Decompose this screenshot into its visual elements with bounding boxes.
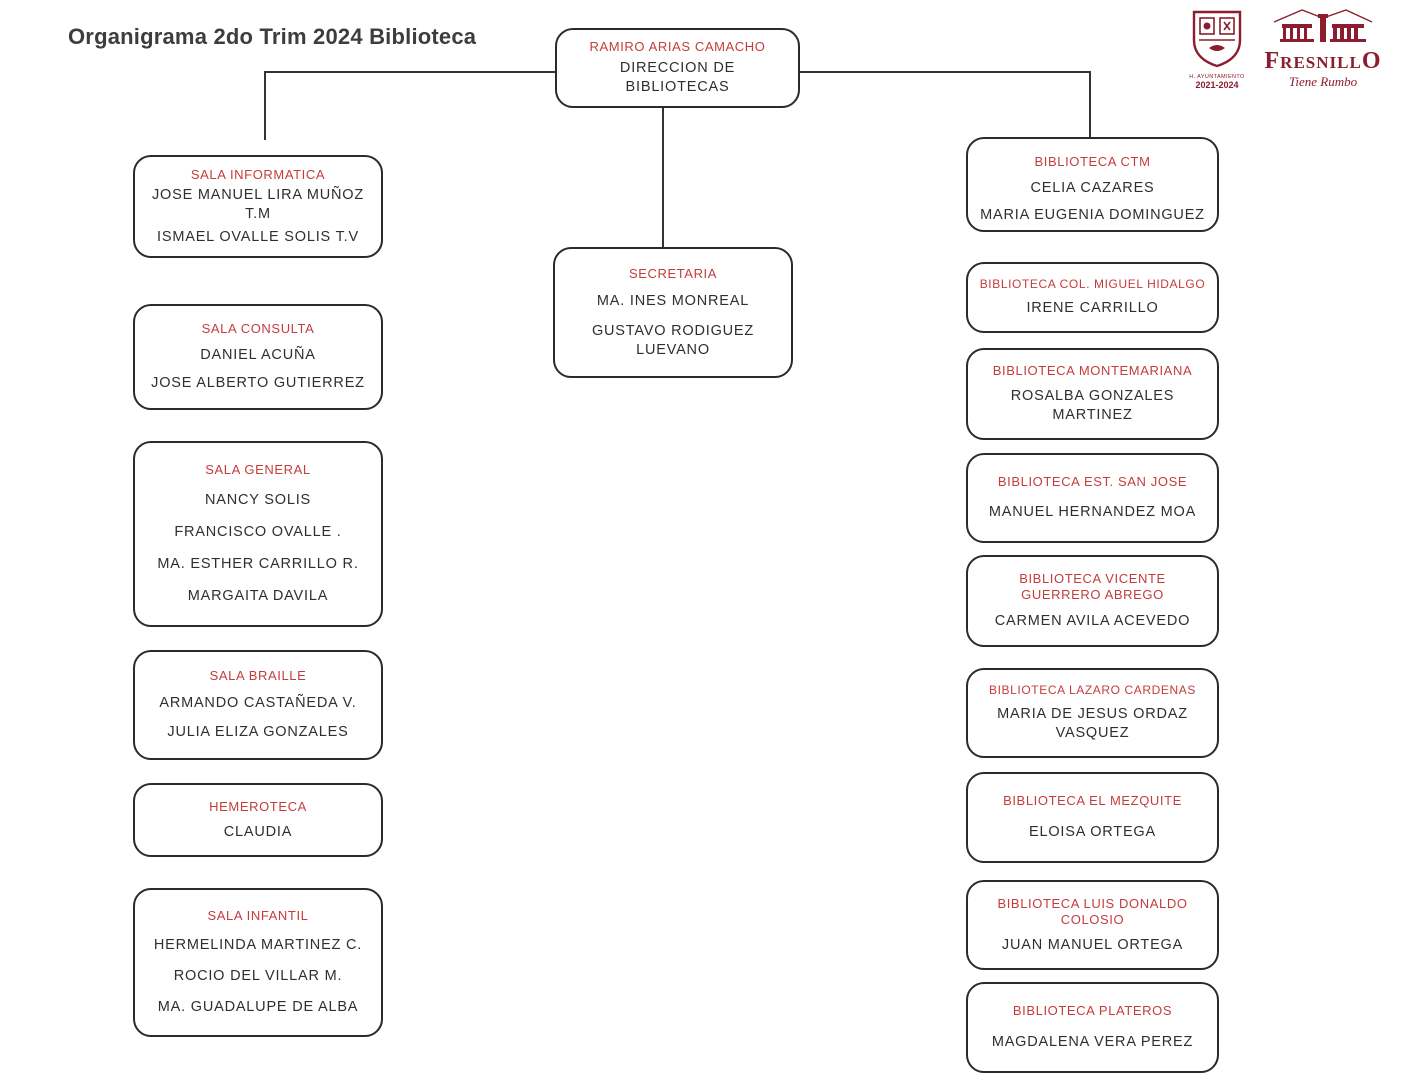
- member-name: JOSE ALBERTO GUTIERREZ: [151, 375, 365, 392]
- node-title: BIBLIOTECA EST. SAN JOSE: [997, 473, 1188, 489]
- crest-shield-icon: [1192, 10, 1242, 68]
- member-name: DANIEL ACUÑA: [200, 347, 316, 364]
- page-title: Organigrama 2do Trim 2024 Biblioteca: [68, 24, 477, 49]
- node-biblioteca-col-miguel-hidalgo: BIBLIOTECA COL. MIGUEL HIDALGO IRENE CAR…: [966, 262, 1219, 333]
- node-title: BIBLIOTECA LAZARO CARDENAS: [989, 683, 1196, 698]
- node-biblioteca-ctm: BIBLIOTECA CTM CELIA CAZARES MARIA EUGEN…: [966, 137, 1219, 232]
- node-biblioteca-lazaro-cardenas: BIBLIOTECA LAZARO CARDENAS MARIA DE JESU…: [966, 668, 1219, 758]
- crest-caption: H. AYUNTAMIENTO: [1189, 74, 1245, 80]
- node-biblioteca-est-san-jose: BIBLIOTECA EST. SAN JOSE MANUEL HERNANDE…: [966, 453, 1219, 543]
- node-title: BIBLIOTECA EL MEZQUITE: [1003, 793, 1182, 809]
- node-hemeroteca: HEMEROTECA CLAUDIA: [133, 783, 383, 857]
- member-name: MA. INES MONREAL: [596, 293, 750, 310]
- node-title: SECRETARIA: [628, 265, 718, 281]
- member-name: JOSE MANUEL LIRA MUÑOZ T.M: [151, 187, 365, 223]
- node-sala-braille: SALA BRAILLE ARMANDO CASTAÑEDA V. JULIA …: [133, 650, 383, 760]
- node-title: BIBLIOTECA VICENTE GUERRERO ABREGO: [1019, 571, 1166, 603]
- fresnillo-o: O: [1361, 48, 1382, 74]
- member-name: ROCIO DEL VILLAR M.: [173, 968, 343, 985]
- node-title: BIBLIOTECA MONTEMARIANA: [992, 363, 1193, 379]
- node-sala-informatica: SALA INFORMATICA JOSE MANUEL LIRA MUÑOZ …: [133, 155, 383, 258]
- node-title: SALA GENERAL: [205, 462, 311, 478]
- fresnillo-logo: FRESNILLO Tiene Rumbo: [1258, 8, 1388, 90]
- fresnillo-mid: RESNILL: [1280, 53, 1362, 72]
- node-title: BIBLIOTECA COL. MIGUEL HIDALGO: [979, 277, 1206, 292]
- fresnillo-wordmark: FRESNILLO: [1258, 49, 1388, 73]
- member-name: MANUEL HERNANDEZ MOA: [988, 504, 1197, 521]
- node-sala-general: SALA GENERAL NANCY SOLIS FRANCISCO OVALL…: [133, 441, 383, 627]
- node-title: HEMEROTECA: [209, 798, 307, 814]
- member-name: MA. GUADALUPE DE ALBA: [157, 999, 359, 1016]
- node-role: DIRECCION DE BIBLIOTECAS: [619, 59, 736, 95]
- node-biblioteca-plateros: BIBLIOTECA PLATEROS MAGDALENA VERA PEREZ: [966, 982, 1219, 1073]
- node-biblioteca-montemariana: BIBLIOTECA MONTEMARIANA ROSALBA GONZALES…: [966, 348, 1219, 440]
- member-name: MARGAITA DAVILA: [187, 588, 329, 605]
- member-name: ELOISA ORTEGA: [1029, 823, 1156, 840]
- member-name: CLAUDIA: [223, 823, 293, 840]
- node-secretaria: SECRETARIA MA. INES MONREAL GUSTAVO RODI…: [553, 247, 793, 378]
- member-name: JULIA ELIZA GONZALES: [167, 724, 349, 741]
- node-sala-consulta: SALA CONSULTA DANIEL ACUÑA JOSE ALBERTO …: [133, 304, 383, 410]
- fresnillo-skyline-icon: [1273, 9, 1373, 42]
- node-title: BIBLIOTECA PLATEROS: [1012, 1003, 1173, 1019]
- node-title: BIBLIOTECA CTM: [1034, 153, 1151, 169]
- member-name: FRANCISCO OVALLE .: [174, 524, 342, 541]
- crest-years: 2021-2024: [1195, 80, 1239, 90]
- node-title: SALA BRAILLE: [209, 668, 307, 684]
- member-name: IRENE CARRILLO: [1026, 300, 1159, 317]
- member-name: ARMANDO CASTAÑEDA V.: [159, 695, 357, 712]
- node-direccion-de-bibliotecas: RAMIRO ARIAS CAMACHO DIRECCION DE BIBLIO…: [555, 28, 800, 108]
- member-name: GUSTAVO RODIGUEZ LUEVANO: [591, 322, 755, 358]
- member-name: MAGDALENA VERA PEREZ: [991, 1033, 1194, 1050]
- node-person: RAMIRO ARIAS CAMACHO: [589, 39, 766, 55]
- member-name: ISMAEL OVALLE SOLIS T.V: [157, 228, 359, 245]
- node-biblioteca-el-mezquite: BIBLIOTECA EL MEZQUITE ELOISA ORTEGA: [966, 772, 1219, 863]
- member-name: MA. ESTHER CARRILLO R.: [157, 556, 359, 573]
- member-name: NANCY SOLIS: [204, 492, 312, 509]
- node-title: BIBLIOTECA LUIS DONALDO COLOSIO: [997, 895, 1188, 927]
- member-name: CELIA CAZARES: [1030, 179, 1155, 196]
- member-name: MARIA EUGENIA DOMINGUEZ: [980, 207, 1205, 224]
- fresnillo-f: F: [1264, 48, 1281, 74]
- node-title: SALA INFANTIL: [207, 908, 309, 924]
- member-name: JUAN MANUEL ORTEGA: [1001, 936, 1184, 953]
- member-name: ROSALBA GONZALES MARTINEZ: [1010, 387, 1175, 423]
- member-name: CARMEN AVILA ACEVEDO: [994, 612, 1191, 629]
- member-name: HERMELINDA MARTINEZ C.: [153, 937, 363, 954]
- fresnillo-tagline: Tiene Rumbo: [1288, 74, 1358, 89]
- node-title: SALA INFORMATICA: [190, 166, 326, 182]
- node-title: SALA CONSULTA: [201, 321, 315, 337]
- node-biblioteca-vicente-guerrero-abrego: BIBLIOTECA VICENTE GUERRERO ABREGO CARME…: [966, 555, 1219, 647]
- member-name: MARIA DE JESUS ORDAZ VASQUEZ: [997, 706, 1188, 742]
- ayuntamiento-crest-logo: H. AYUNTAMIENTO 2021-2024: [1186, 10, 1248, 90]
- node-sala-infantil: SALA INFANTIL HERMELINDA MARTINEZ C. ROC…: [133, 888, 383, 1037]
- node-biblioteca-luis-donaldo-colosio: BIBLIOTECA LUIS DONALDO COLOSIO JUAN MAN…: [966, 880, 1219, 970]
